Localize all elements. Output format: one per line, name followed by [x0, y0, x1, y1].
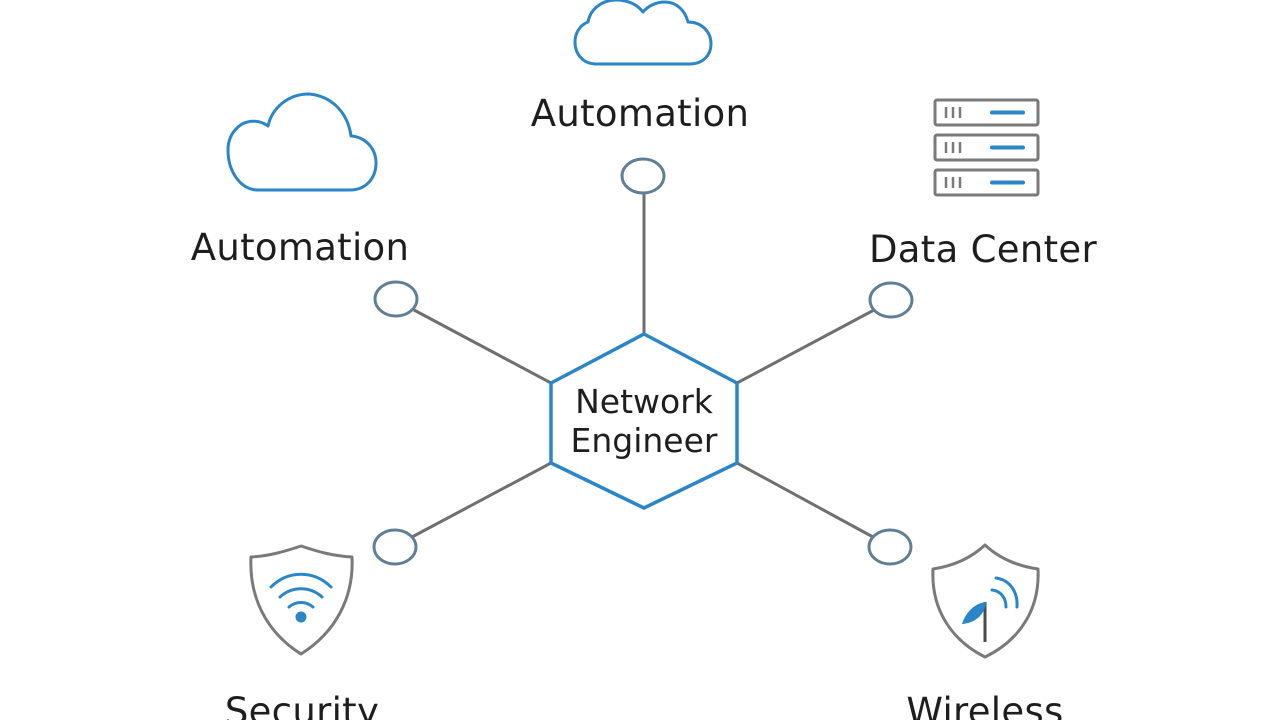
connector-lower-right: [736, 461, 874, 539]
hub-label-line2: Engineer: [571, 421, 718, 460]
hub-hexagon: [549, 332, 739, 510]
connector-upper-left: [413, 308, 552, 385]
branch-lower-left-label: Security: [225, 690, 379, 720]
connector-upper-right: [736, 308, 875, 385]
node-top: [620, 157, 666, 195]
branch-top-label: Automation: [531, 92, 750, 135]
branch-lower-right-label: Wireless: [906, 690, 1063, 720]
node-lower-right: [867, 528, 913, 566]
node-upper-right: [868, 281, 914, 319]
branch-upper-left-label: Automation: [191, 226, 410, 269]
cloud-icon: [573, 0, 713, 66]
cloud-icon: [226, 92, 378, 192]
node-lower-left: [372, 528, 418, 566]
server-rack-icon: [933, 98, 1040, 197]
connector-lower-left: [411, 461, 552, 539]
hub-label-line1: Network: [575, 382, 714, 421]
branch-upper-right-label: Data Center: [869, 228, 1097, 271]
shield-antenna-icon: [931, 543, 1040, 659]
node-upper-left: [373, 280, 419, 318]
shield-wifi-icon: [249, 544, 354, 656]
